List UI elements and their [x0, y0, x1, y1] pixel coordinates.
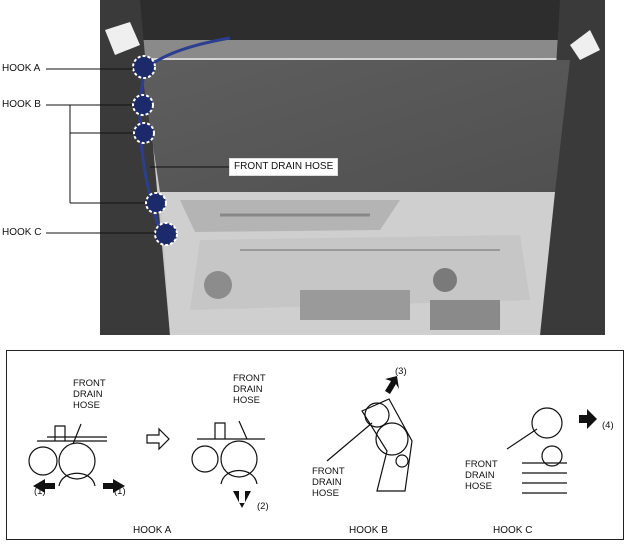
- hook-b-label: HOOK B: [2, 99, 41, 110]
- hook-a-step-right: (1): [114, 486, 126, 497]
- hook-c-label: HOOK C: [2, 227, 42, 238]
- hook-a-hose-label: FRONT DRAIN HOSE: [73, 378, 106, 411]
- hook-c-hose-label-line1: FRONT: [465, 459, 498, 470]
- hook-c-hose-label: FRONT DRAIN HOSE: [465, 459, 498, 492]
- hook-a-after-label-line1: FRONT: [233, 373, 266, 384]
- hook-a-caption: HOOK A: [133, 525, 172, 536]
- hook-a-label: HOOK A: [2, 63, 41, 74]
- hook-c-step-right: (4): [602, 420, 614, 431]
- front-drain-hose-label: FRONT DRAIN HOSE: [229, 158, 339, 176]
- hook-b-hose-label-line3: HOSE: [312, 488, 339, 499]
- hook-detail-panel: FRONT DRAIN HOSE (1) (1) FRONT DRAIN HOS…: [6, 350, 624, 540]
- hook-a-hose-label-line3: HOSE: [73, 400, 100, 411]
- hook-b-caption: HOOK B: [349, 525, 388, 536]
- hook-b-hose-label-line2: DRAIN: [312, 477, 342, 488]
- hook-a-hose-label-line2: DRAIN: [73, 389, 103, 400]
- hook-b-hose-label: FRONT DRAIN HOSE: [312, 466, 345, 499]
- hook-a-hose-label-line1: FRONT: [73, 378, 106, 389]
- hook-c-hose-label-line2: DRAIN: [465, 470, 495, 481]
- hook-b-hose-label-line1: FRONT: [312, 466, 345, 477]
- hook-b-step-up: (3): [395, 366, 407, 377]
- hook-detail-drawings: [28, 376, 597, 508]
- vehicle-rear-illustration: [100, 0, 605, 335]
- hook-a-after-hose-label: FRONT DRAIN HOSE: [233, 373, 266, 406]
- hook-a-step-left: (1): [34, 486, 46, 497]
- hook-a-after-label-line2: DRAIN: [233, 384, 263, 395]
- hook-a-after-label-line3: HOSE: [233, 395, 260, 406]
- hook-c-caption: HOOK C: [493, 525, 533, 536]
- leader-lines: [46, 68, 229, 234]
- hook-c-hose-label-line3: HOSE: [465, 481, 492, 492]
- hook-a-step-down: (2): [257, 501, 269, 512]
